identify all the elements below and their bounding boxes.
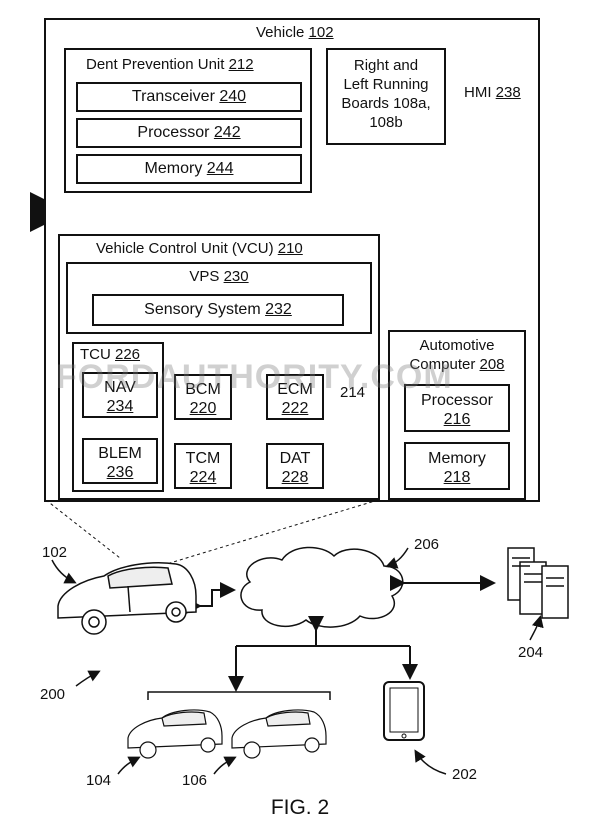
blem-box: BLEM 236	[82, 438, 158, 484]
vehicle-car-icon	[57, 561, 197, 635]
fleet-car-icon	[231, 709, 327, 759]
ref-servers: 204	[518, 644, 544, 661]
automotive-computer-label: Automotive Computer 208	[409, 337, 505, 373]
tcm-box: TCM 224	[174, 443, 232, 489]
ref-system: 200	[40, 686, 66, 703]
dpu-processor-box: Processor 242	[76, 118, 302, 148]
ref-car2: 106	[182, 772, 208, 789]
dat-box: DAT 228	[266, 443, 324, 489]
bus-ref-label: 214	[340, 384, 366, 401]
hmi-label: HMI 238	[464, 84, 521, 101]
watermark: FORDAUTHORITY.COM	[56, 358, 453, 396]
auto-processor-box: Processor 216	[404, 384, 510, 432]
ref-device: 202	[452, 766, 478, 783]
network-cloud-icon	[240, 546, 404, 628]
bcm-box: BCM 220	[174, 374, 232, 420]
ref-car: 102	[42, 544, 68, 561]
transceiver-box: Transceiver 240	[76, 82, 302, 112]
ref-car1: 104	[86, 772, 112, 789]
tcu-label: TCU 226	[80, 346, 141, 363]
vps-label: VPS 230	[189, 268, 249, 285]
server-rack-icon	[507, 547, 569, 619]
ref-network: 206	[414, 536, 440, 553]
vehicle-label: Vehicle 102	[256, 24, 334, 41]
dpu-memory-box: Memory 244	[76, 154, 302, 184]
vcu-label: Vehicle Control Unit (VCU) 210	[96, 240, 303, 257]
nav-box: NAV 234	[82, 372, 158, 418]
dent-prevention-unit-label: Dent Prevention Unit 212	[86, 56, 254, 73]
car-cloud-link	[186, 582, 236, 614]
figure-caption: FIG. 2	[270, 796, 330, 819]
running-boards-box: Right and Left Running Boards 108a, 108b	[326, 48, 446, 145]
mobile-device-icon	[383, 681, 425, 741]
ecm-box: ECM 222	[266, 374, 324, 420]
fleet-car-icon	[127, 709, 223, 759]
auto-memory-box: Memory 218	[404, 442, 510, 490]
sensory-system-box: Sensory System 232	[92, 294, 344, 326]
